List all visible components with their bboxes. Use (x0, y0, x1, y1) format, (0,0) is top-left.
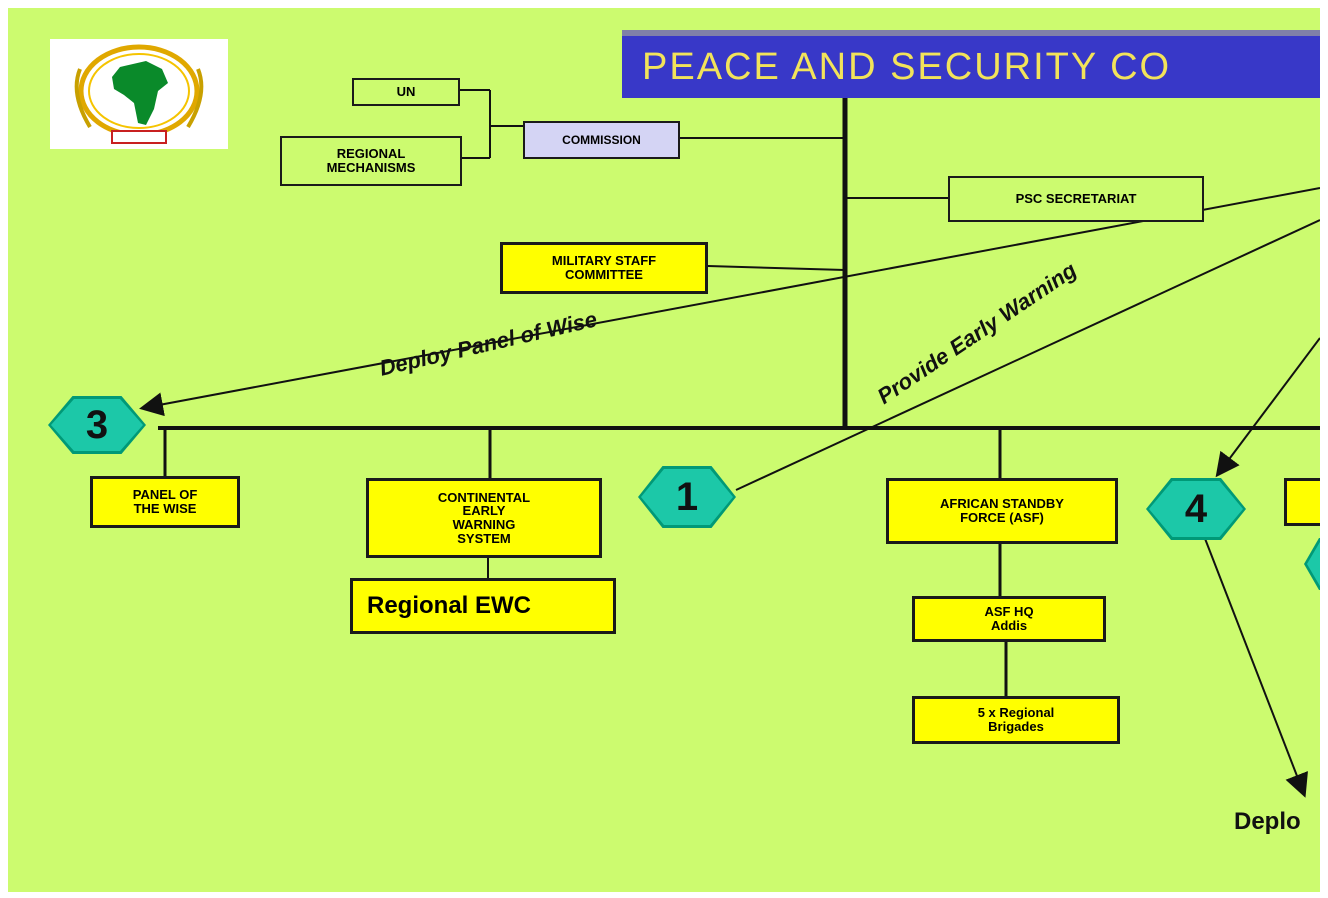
deploy-panel-arrow (139, 187, 1320, 417)
un-box: UN (352, 78, 460, 106)
deploy-label: Deplo (1234, 808, 1301, 835)
military-staff-committee-box: MILITARY STAFF COMMITTEE (500, 242, 708, 294)
commission-box: COMMISSION (523, 121, 680, 159)
early-warning-line (735, 219, 1320, 491)
african-standby-force-box: AFRICAN STANDBY FORCE (ASF) (886, 478, 1118, 544)
page-title: PEACE AND SECURITY CO (622, 36, 1320, 98)
diagram-canvas: PEACE AND SECURITY CO UN REGIONAL MECHAN… (8, 8, 1320, 892)
african-union-logo (50, 39, 228, 149)
african-union-emblem-icon (74, 44, 204, 144)
deploy-bottom-arrow (1203, 535, 1308, 798)
deploy-arrow-4 (1215, 337, 1320, 478)
psc-secretariat-box: PSC SECRETARIAT (948, 176, 1204, 222)
regional-ewc-box: Regional EWC (350, 578, 616, 634)
continental-early-warning-box: CONTINENTAL EARLY WARNING SYSTEM (366, 478, 602, 558)
regional-brigades-box: 5 x Regional Brigades (912, 696, 1120, 744)
panel-of-the-wise-box: PANEL OF THE WISE (90, 476, 240, 528)
asf-hq-box: ASF HQ Addis (912, 596, 1106, 642)
connector-lines (139, 89, 1320, 798)
regional-mechanisms-box: REGIONAL MECHANISMS (280, 136, 462, 186)
partial-right-box (1284, 478, 1320, 526)
